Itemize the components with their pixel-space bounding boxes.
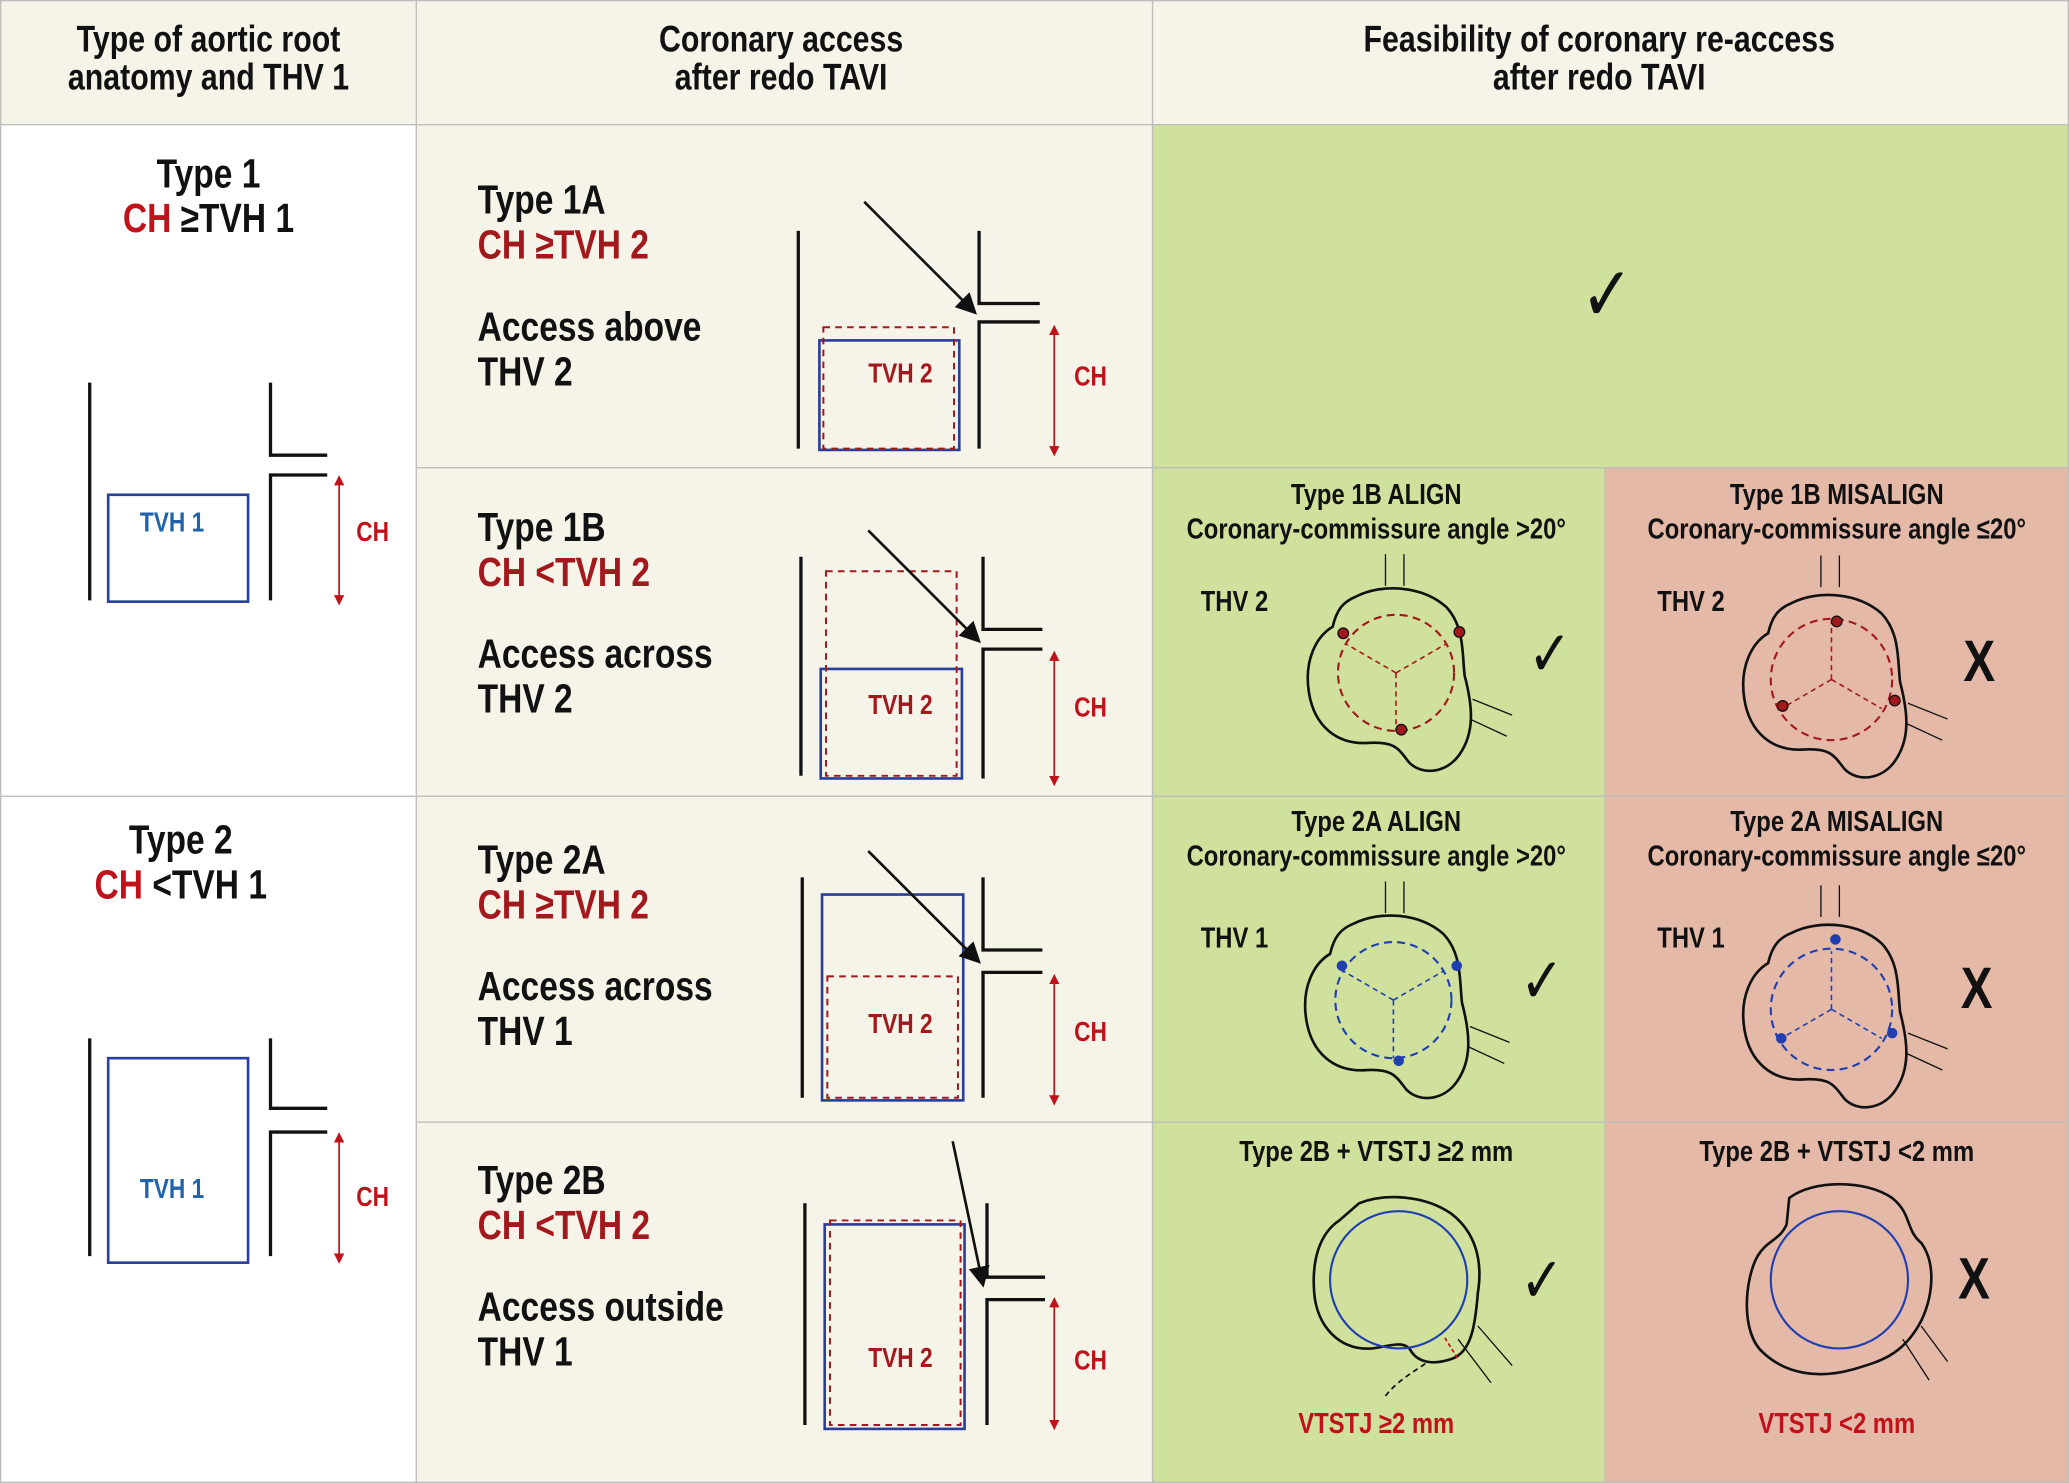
ch-label: CH xyxy=(1074,1017,1107,1048)
header-line: Type of aortic root xyxy=(76,18,341,60)
type1-cell xyxy=(0,124,417,797)
vtstj-label: VTSTJ <2 mm xyxy=(1758,1406,1916,1440)
ch-text: CH xyxy=(94,861,144,908)
check-icon: ✓ xyxy=(1520,1246,1564,1317)
header-line: after redo TAVI xyxy=(1492,56,1706,98)
access-text: Access across xyxy=(477,630,713,677)
thv-label: THV 2 xyxy=(1657,584,1725,618)
ch-label: CH xyxy=(1074,361,1107,392)
row-subtitle: CH <TVH 2 xyxy=(477,1201,651,1249)
cell-title: Type 1B MISALIGN xyxy=(1729,477,1944,511)
thv-label: THV 1 xyxy=(1657,920,1725,954)
cell-subtitle: Coronary-commissure angle ≤20° xyxy=(1647,839,2026,873)
cell-subtitle: Coronary-commissure angle >20° xyxy=(1186,839,1566,873)
tvh2-label: TVH 2 xyxy=(868,358,933,390)
row-subtitle: CH ≥TVH 2 xyxy=(477,221,649,268)
cell-title: Type 2A MISALIGN xyxy=(1730,804,1944,838)
header-cell-1 xyxy=(0,0,417,126)
tvh2-label: TVH 2 xyxy=(868,1343,933,1374)
ch-label: CH xyxy=(1074,692,1107,724)
row-title: Type 1A xyxy=(477,176,606,223)
ch-text: CH xyxy=(122,195,172,242)
cell-title: Type 2A ALIGN xyxy=(1291,804,1462,838)
access-text: Access across xyxy=(477,963,713,1010)
ch-label: CH xyxy=(356,517,390,548)
check-icon: ✓ xyxy=(1580,252,1634,338)
access-text: Access outside xyxy=(477,1283,724,1330)
feasibility-1a xyxy=(1151,124,2069,469)
row-subtitle: CH ≥TVH 2 xyxy=(477,881,649,928)
check-icon: ✓ xyxy=(1520,947,1564,1018)
header-line: Feasibility of coronary re-access xyxy=(1363,18,1835,60)
type-title: Type 1 xyxy=(156,150,261,197)
relation-text: ≥TVH 1 xyxy=(180,195,295,242)
access-text: THV 2 xyxy=(477,675,573,722)
type-relation: CH ≥TVH 1 xyxy=(122,195,295,242)
cell-subtitle: Coronary-commissure angle >20° xyxy=(1186,511,1566,545)
cross-icon: X xyxy=(1963,629,1996,695)
tvh1-label: TVH 1 xyxy=(139,507,205,539)
cell-title: Type 2B + VTSTJ <2 mm xyxy=(1699,1134,1975,1168)
header-line: anatomy and THV 1 xyxy=(67,56,350,98)
cell-title: Type 2B + VTSTJ ≥2 mm xyxy=(1239,1134,1514,1168)
row-title: Type 1B xyxy=(477,504,606,551)
tvh2-label: TVH 2 xyxy=(868,1009,933,1040)
thv-label: THV 1 xyxy=(1200,920,1269,954)
access-text: THV 2 xyxy=(477,348,573,395)
cross-icon: X xyxy=(1960,956,1993,1022)
row-title: Type 2A xyxy=(477,836,606,883)
relation-text: <TVH 1 xyxy=(152,861,267,908)
cell-title: Type 1B ALIGN xyxy=(1290,477,1462,511)
header-line: after redo TAVI xyxy=(674,56,888,98)
row-subtitle: CH <TVH 2 xyxy=(477,548,651,596)
access-text: Access above xyxy=(477,303,702,350)
check-icon: ✓ xyxy=(1527,620,1572,691)
cross-icon: X xyxy=(1958,1246,1990,1312)
thv-label: THV 2 xyxy=(1200,584,1269,618)
header-line: Coronary access xyxy=(659,18,904,60)
tvh1-label: TVH 1 xyxy=(139,1174,205,1205)
type-title: Type 2 xyxy=(128,816,233,863)
ch-label: CH xyxy=(1074,1345,1107,1377)
type-relation: CH <TVH 1 xyxy=(94,861,267,908)
ch-label: CH xyxy=(356,1182,390,1213)
cell-subtitle: Coronary-commissure angle ≤20° xyxy=(1647,511,2026,545)
access-text: THV 1 xyxy=(477,1008,573,1055)
tvh2-label: TVH 2 xyxy=(868,690,933,721)
vtstj-label: VTSTJ ≥2 mm xyxy=(1298,1406,1455,1440)
header-cell-2 xyxy=(415,0,1154,126)
row-title: Type 2B xyxy=(477,1157,606,1204)
access-text: THV 1 xyxy=(477,1328,573,1375)
